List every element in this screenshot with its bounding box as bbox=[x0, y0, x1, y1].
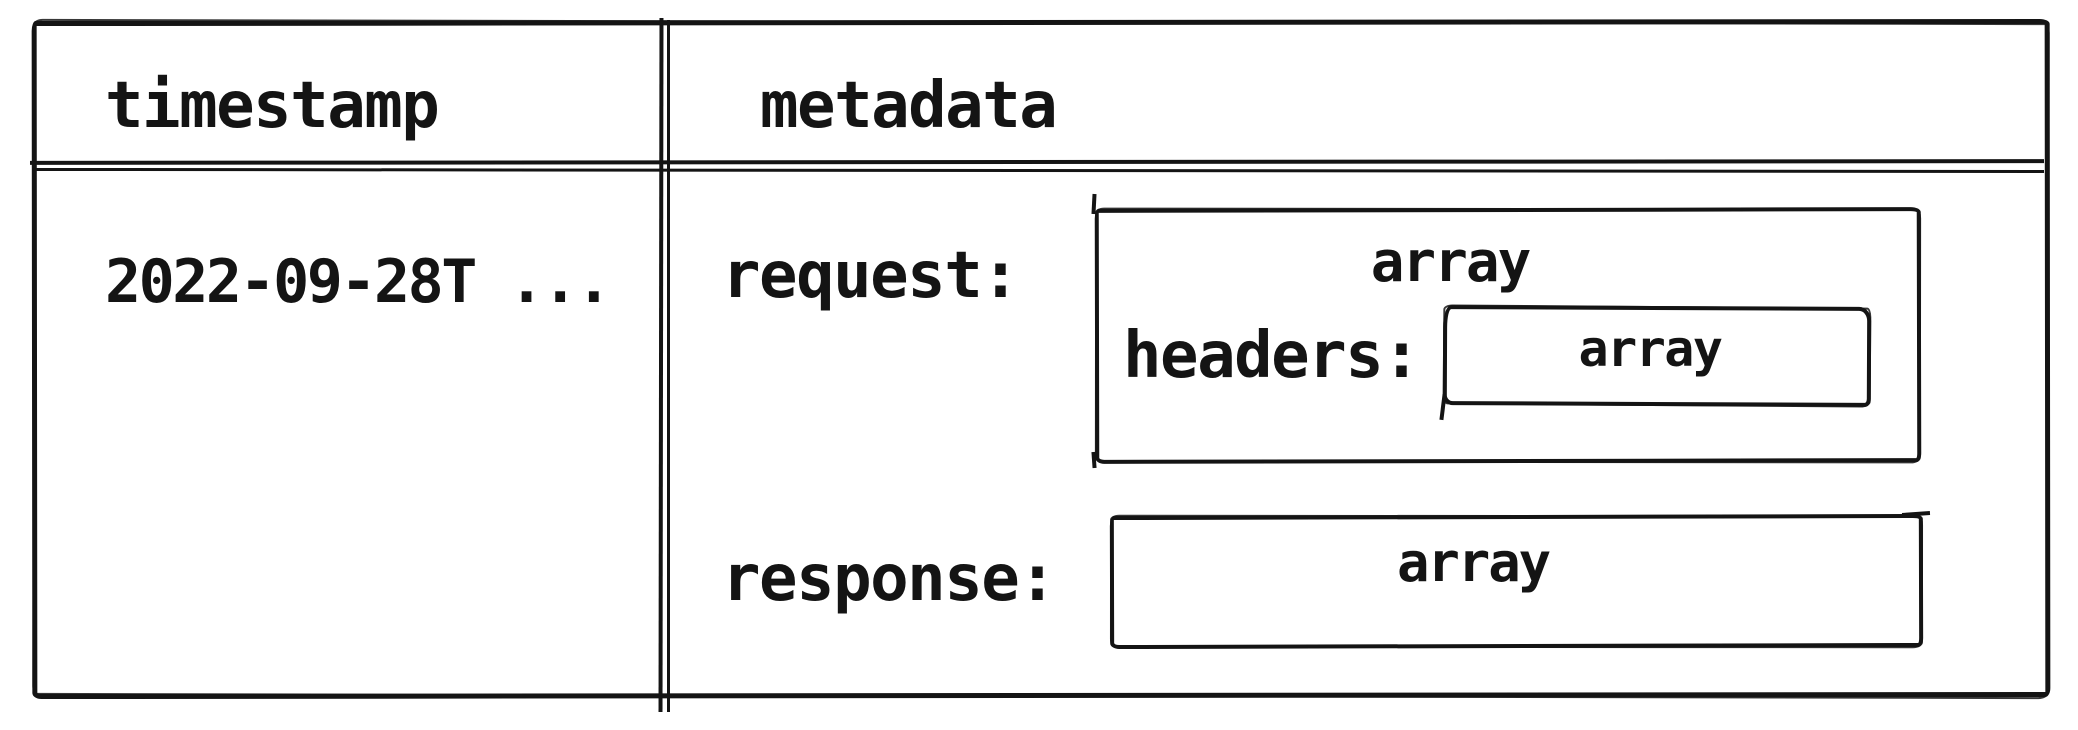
headers-array-type: array bbox=[1578, 320, 1723, 378]
headers-label: headers: bbox=[1123, 319, 1421, 393]
response-array-type: array bbox=[1396, 531, 1551, 594]
column-separator-line-2 bbox=[667, 20, 670, 712]
response-label: response: bbox=[722, 542, 1057, 616]
request-label: request: bbox=[722, 239, 1020, 313]
request-array-type: array bbox=[1370, 230, 1532, 295]
timestamp-value: 2022-09-28T ... bbox=[105, 247, 612, 317]
column-header-metadata: metadata bbox=[760, 69, 1058, 143]
column-header-timestamp: timestamp bbox=[105, 69, 440, 143]
